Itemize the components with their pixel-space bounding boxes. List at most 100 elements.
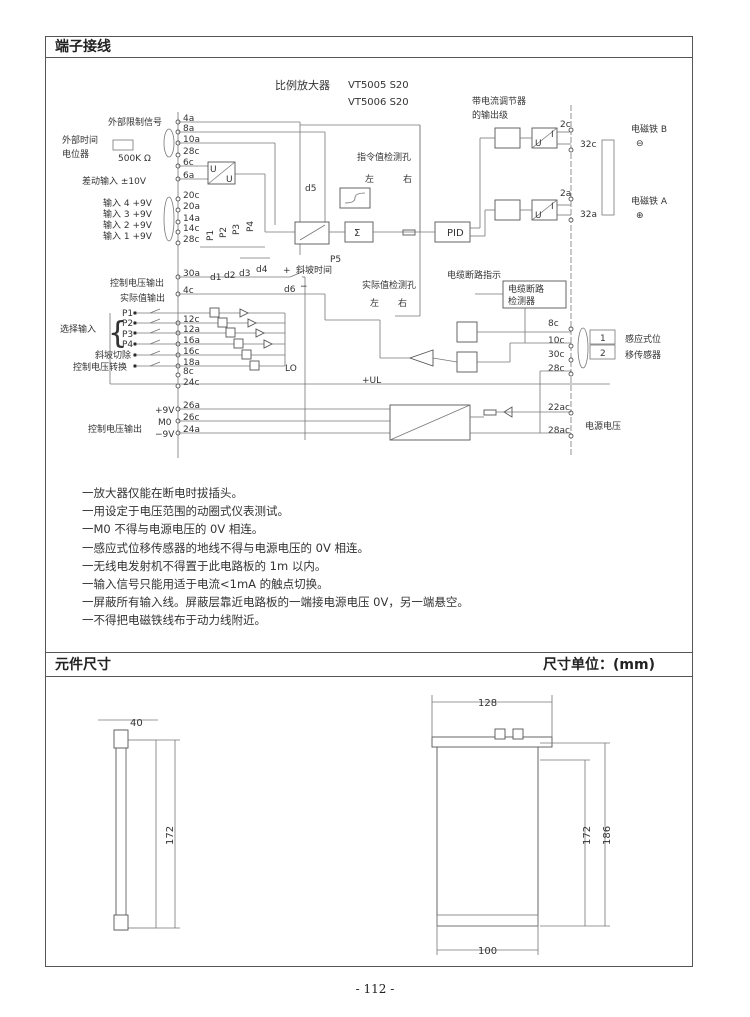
label: d3 — [239, 269, 250, 279]
pin-label: 24c — [183, 378, 199, 388]
terminal-pin — [568, 433, 574, 439]
pin-label: 2c — [560, 120, 571, 130]
label: −9V — [155, 430, 175, 440]
label: d2 — [224, 271, 235, 281]
section-header-size: 元件尺寸尺寸单位：(mm) — [45, 652, 693, 677]
model-label: VT5006 S20 — [348, 97, 409, 108]
label: 电磁铁 B — [631, 123, 667, 135]
block-label: I — [551, 130, 554, 140]
note-item: 一无线电发射机不得置于此电路板的 1m 以内。 — [82, 558, 327, 573]
section-title: 端子接线 — [55, 39, 111, 55]
label: 外部限制信号 — [108, 116, 162, 128]
block-label: U — [535, 139, 542, 149]
label: − — [300, 282, 308, 292]
pin-label: 2a — [560, 189, 571, 199]
label: LO — [285, 364, 297, 374]
terminal-pin — [175, 383, 181, 389]
label: P3 — [122, 330, 133, 340]
terminal-pin — [568, 343, 574, 349]
block-label: U — [535, 211, 542, 221]
note-item: 一屏蔽所有输入线。屏蔽层靠近电路板的一端接电源电压 0V，另一端悬空。 — [82, 595, 469, 610]
pin-label: 28ac — [548, 426, 570, 436]
label: 实际值输出 — [120, 292, 165, 304]
dimension-label: 40 — [130, 718, 143, 729]
pin-label: 12c — [183, 315, 199, 325]
label: +UL — [362, 376, 381, 386]
label: d4 — [256, 265, 268, 275]
label: 1 — [600, 334, 606, 344]
label: P1 — [122, 309, 133, 319]
terminal-pin — [568, 371, 574, 377]
page-number: - 112 - — [355, 982, 395, 996]
dimension-label: 100 — [478, 946, 497, 957]
pin-label: 28c — [183, 235, 199, 245]
block-label: U — [226, 175, 233, 185]
pin-label: 20c — [183, 191, 199, 201]
label: 差动输入 ±10V — [82, 175, 147, 187]
dimension-label: 172 — [582, 826, 593, 845]
pin-label: 14a — [183, 214, 200, 224]
label: d1 — [210, 273, 221, 283]
label: P4 — [246, 221, 256, 232]
note-item: 一输入信号只能用适于电流<1mA 的触点切换。 — [82, 577, 329, 592]
diagram-title: 比例放大器 — [275, 78, 330, 92]
terminal-pin — [175, 372, 181, 378]
pin-label: 24a — [183, 425, 200, 435]
pin-label: 32a — [580, 210, 597, 220]
pin-label: 10a — [183, 135, 200, 145]
label: 控制电压输出 — [88, 423, 142, 435]
pin-label: 30c — [548, 350, 564, 360]
pin-label: 4a — [183, 114, 194, 124]
label: 左 — [370, 297, 379, 309]
label: 指令值检测孔 — [357, 151, 411, 163]
pin-label: 8c — [183, 367, 194, 377]
terminal-pin — [175, 152, 181, 158]
terminal-pin — [568, 196, 574, 202]
note-item: 一放大器仅能在断电时拔插头。 — [82, 486, 243, 500]
terminal-pin — [568, 147, 574, 153]
label: 输入 4 +9V — [103, 197, 153, 209]
label: 输入 3 +9V — [103, 208, 153, 220]
block-label: 电缆断路 — [508, 283, 544, 295]
terminal-pin — [568, 326, 574, 332]
pin-label: 16a — [183, 336, 200, 346]
label: M0 — [158, 418, 172, 428]
label: 选择输入 — [60, 323, 96, 335]
pin-label: 6c — [183, 158, 194, 168]
pin-label: 30a — [183, 269, 200, 279]
label: 右 — [398, 297, 407, 309]
label: P2 — [122, 319, 133, 329]
label: + — [283, 266, 291, 276]
terminal-pin — [175, 240, 181, 246]
dimension-label: 172 — [165, 826, 176, 845]
pin-label: 16c — [183, 347, 199, 357]
label: 控制电压转换 — [73, 361, 127, 373]
pin-label: 22ac — [548, 403, 570, 413]
pin-label: 20a — [183, 202, 200, 212]
label: 电源电压 — [585, 420, 621, 432]
label: P1 — [206, 230, 216, 241]
pin-label: 8c — [548, 319, 559, 329]
terminal-pin — [175, 229, 181, 235]
model-label: VT5005 S20 — [348, 80, 409, 91]
block-label: 检测器 — [508, 295, 535, 307]
pin-label: 26a — [183, 401, 200, 411]
label: 2 — [600, 349, 606, 359]
label: 移传感器 — [625, 349, 661, 361]
pin-label: 26c — [183, 413, 199, 423]
note-item: 一M0 不得与电源电压的 0V 相连。 — [82, 522, 264, 537]
label: 斜坡时间 — [296, 264, 332, 276]
label: P2 — [219, 227, 229, 238]
note-item: 一不得把电磁铁线布于动力线附近。 — [82, 613, 266, 628]
block-label: I — [551, 202, 554, 212]
label: 控制电压输出 — [110, 277, 164, 289]
terminal-pin — [175, 219, 181, 225]
pin-label: 28c — [183, 147, 199, 157]
block-label: U — [210, 165, 217, 175]
front-view-drawing: 128 172 186 100 — [431, 695, 613, 957]
label: 500K Ω — [118, 154, 151, 164]
label: P5 — [330, 255, 341, 265]
label: 带电流调节器 — [472, 95, 526, 107]
section-title: 元件尺寸 — [55, 657, 111, 673]
dimension-label: 128 — [478, 698, 497, 709]
